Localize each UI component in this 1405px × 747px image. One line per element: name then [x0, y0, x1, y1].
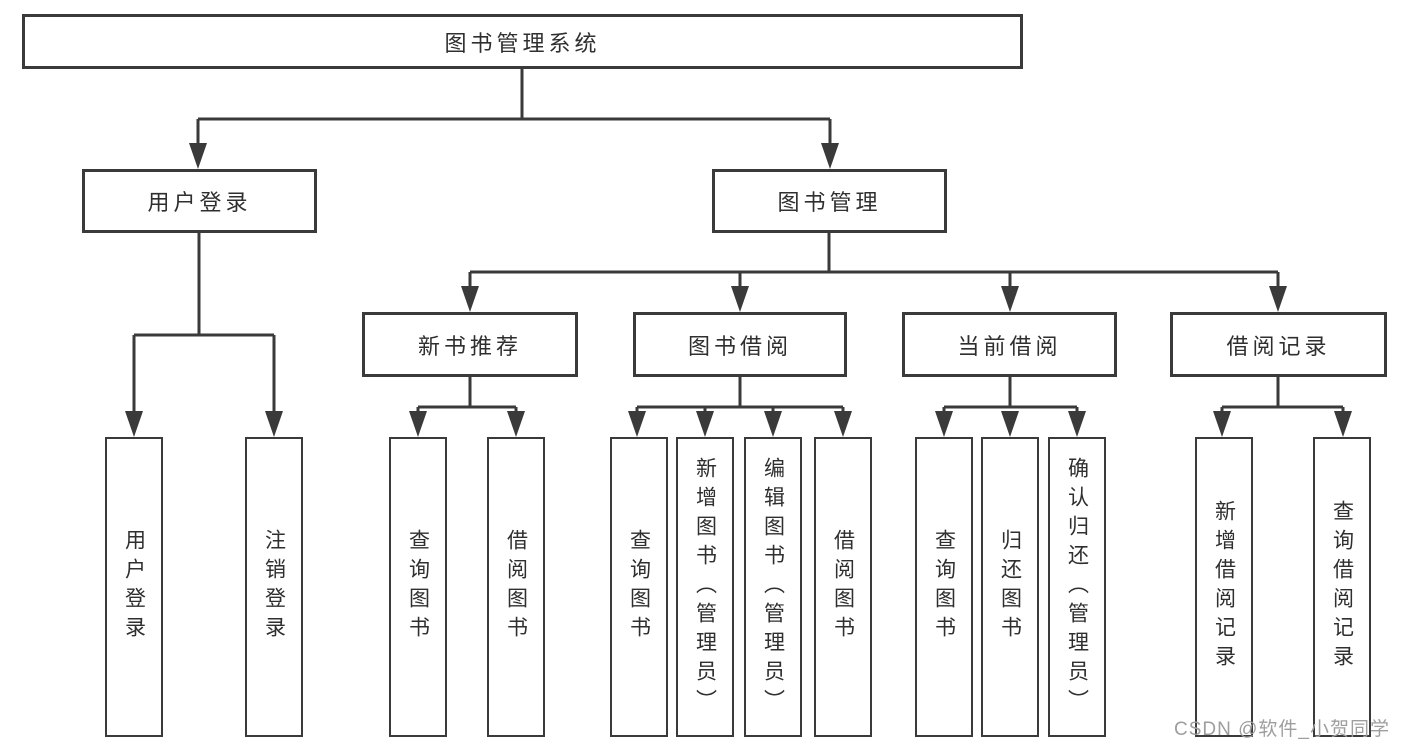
leaf-return-books-label: 归还图书: [998, 529, 1022, 645]
node-current-borrowing: 当前借阅: [902, 312, 1117, 377]
leaf-logout-label: 注销登录: [262, 529, 286, 645]
leaf-edit-books-admin: 编辑图书（管理员）: [744, 437, 802, 737]
node-user-login: 用户登录: [82, 169, 317, 233]
leaf-return-books: 归还图书: [981, 437, 1039, 737]
leaf-user-login: 用户登录: [105, 437, 163, 737]
leaf-add-borrow-record-label: 新增借阅记录: [1212, 500, 1236, 674]
leaf-query-books-3: 查询图书: [915, 437, 973, 737]
leaf-confirm-return-admin: 确认归还（管理员）: [1048, 437, 1106, 737]
node-root: 图书管理系统: [22, 14, 1023, 69]
leaf-confirm-return-admin-label: 确认归还（管理员）: [1065, 456, 1089, 718]
node-book-management: 图书管理: [712, 169, 947, 233]
leaf-query-borrow-record-label: 查询借阅记录: [1330, 500, 1354, 674]
leaf-borrow-books-2: 借阅图书: [814, 437, 872, 737]
leaf-query-books-3-label: 查询图书: [932, 529, 956, 645]
leaf-query-books-1: 查询图书: [389, 437, 447, 737]
leaf-query-borrow-record: 查询借阅记录: [1313, 437, 1371, 737]
leaf-add-borrow-record: 新增借阅记录: [1195, 437, 1253, 737]
leaf-borrow-books-2-label: 借阅图书: [831, 529, 855, 645]
leaf-add-books-admin-label: 新增图书（管理员）: [693, 456, 717, 718]
node-book-borrowing: 图书借阅: [633, 312, 847, 377]
leaf-borrow-books-1: 借阅图书: [487, 437, 545, 737]
node-new-book-recommend: 新书推荐: [362, 312, 578, 377]
leaf-borrow-books-1-label: 借阅图书: [504, 529, 528, 645]
node-borrowing-records: 借阅记录: [1170, 312, 1387, 377]
leaf-add-books-admin: 新增图书（管理员）: [676, 437, 734, 737]
leaf-query-books-1-label: 查询图书: [406, 529, 430, 645]
leaf-user-login-label: 用户登录: [122, 529, 146, 645]
leaf-logout: 注销登录: [245, 437, 303, 737]
leaf-query-books-2: 查询图书: [610, 437, 668, 737]
csdn-watermark: CSDN @软件_小贺同学: [1174, 719, 1390, 740]
leaf-edit-books-admin-label: 编辑图书（管理员）: [761, 456, 785, 718]
leaf-query-books-2-label: 查询图书: [627, 529, 651, 645]
